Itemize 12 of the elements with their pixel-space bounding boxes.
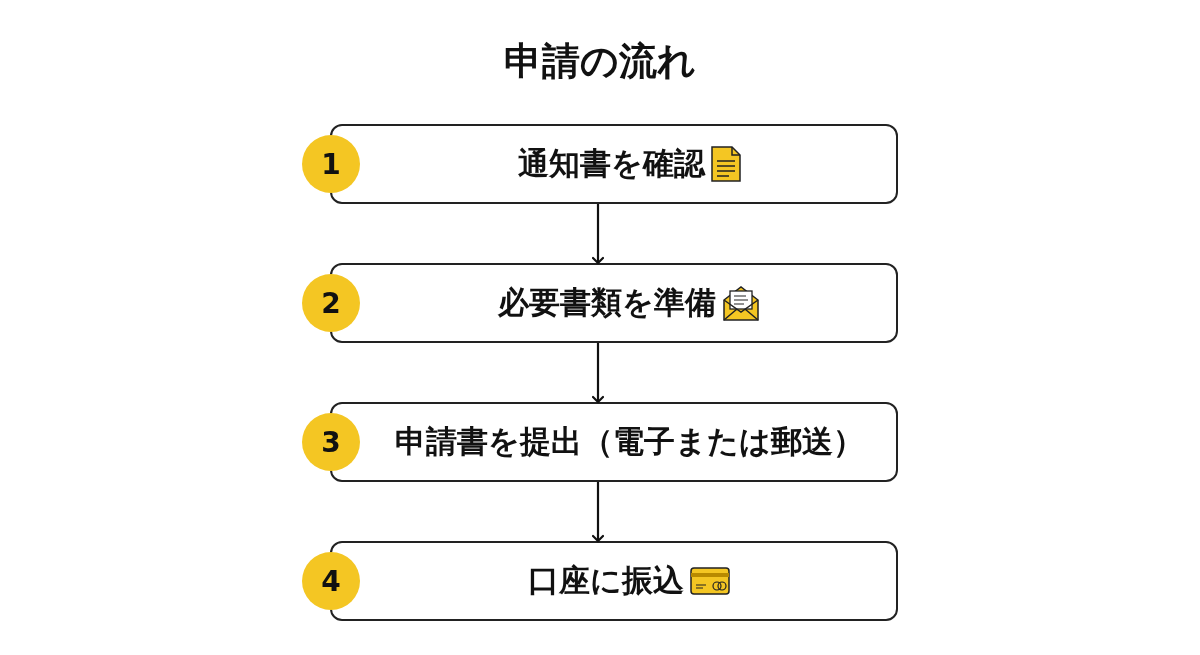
diagram-title: 申請の流れ	[504, 38, 696, 85]
step-number-circle: 1	[302, 135, 360, 193]
arrow	[591, 343, 605, 404]
step-text: 申請書を提出（電子または郵送）	[394, 422, 864, 461]
step-text: 必要書類を準備	[498, 283, 716, 322]
arrow	[591, 482, 605, 543]
step-number-circle: 4	[302, 552, 360, 610]
arrow	[591, 204, 605, 265]
step-number-circle: 2	[302, 274, 360, 332]
step-text: 通知書を確認	[517, 144, 705, 183]
step-number-circle: 3	[302, 413, 360, 471]
step-text: 口座に振込	[528, 561, 684, 600]
